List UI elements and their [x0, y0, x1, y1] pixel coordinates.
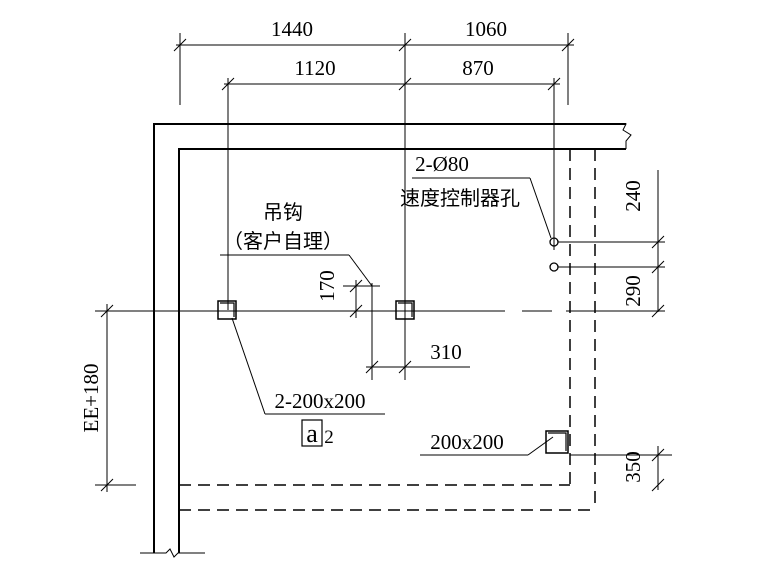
dim-right-lower: 350 — [621, 451, 645, 483]
holes-desc: 速度控制器孔 — [400, 186, 520, 210]
opening-right — [545, 430, 569, 454]
holes-leader — [412, 177, 552, 239]
opening-right-leader — [420, 436, 554, 456]
dim-hook-vertical: 170 — [315, 270, 339, 302]
opening-left — [217, 300, 237, 320]
hook-leader — [220, 254, 373, 287]
detail-number: 2 — [324, 427, 334, 448]
openings-left-label: 2-200x200 — [275, 389, 366, 413]
dim-second-left: 1120 — [294, 56, 335, 80]
top-dimension-row-2 — [221, 77, 561, 91]
top-dimension-row-1 — [173, 38, 575, 52]
detail-letter: a — [306, 419, 318, 448]
hook-title: 吊钩 — [263, 200, 303, 224]
dim-right-middle: 290 — [621, 275, 645, 307]
dashed-rails — [179, 149, 596, 511]
holes-count: 2-Ø80 — [415, 152, 469, 176]
hook-note: （客户自理） — [223, 229, 343, 253]
right-dimension-lower — [570, 446, 672, 492]
dim-top-left: 1440 — [271, 17, 313, 41]
dim-second-right: 870 — [462, 56, 494, 80]
left-dimension — [95, 304, 136, 492]
dim-170-lines — [343, 279, 380, 318]
detail-tag: a 2 — [301, 419, 334, 448]
opening-right-label: 200x200 — [430, 430, 504, 454]
right-dimension-chain — [558, 170, 665, 318]
dim-right-upper: 240 — [621, 180, 645, 212]
shaft-walls — [140, 123, 632, 558]
dim-top-right: 1060 — [465, 17, 507, 41]
dim-310-lines — [365, 283, 470, 380]
dim-hook-offset: 310 — [430, 340, 462, 364]
dim-left-side: EE+180 — [79, 364, 103, 433]
openings-left-leader — [231, 317, 385, 415]
opening-middle — [395, 300, 415, 320]
